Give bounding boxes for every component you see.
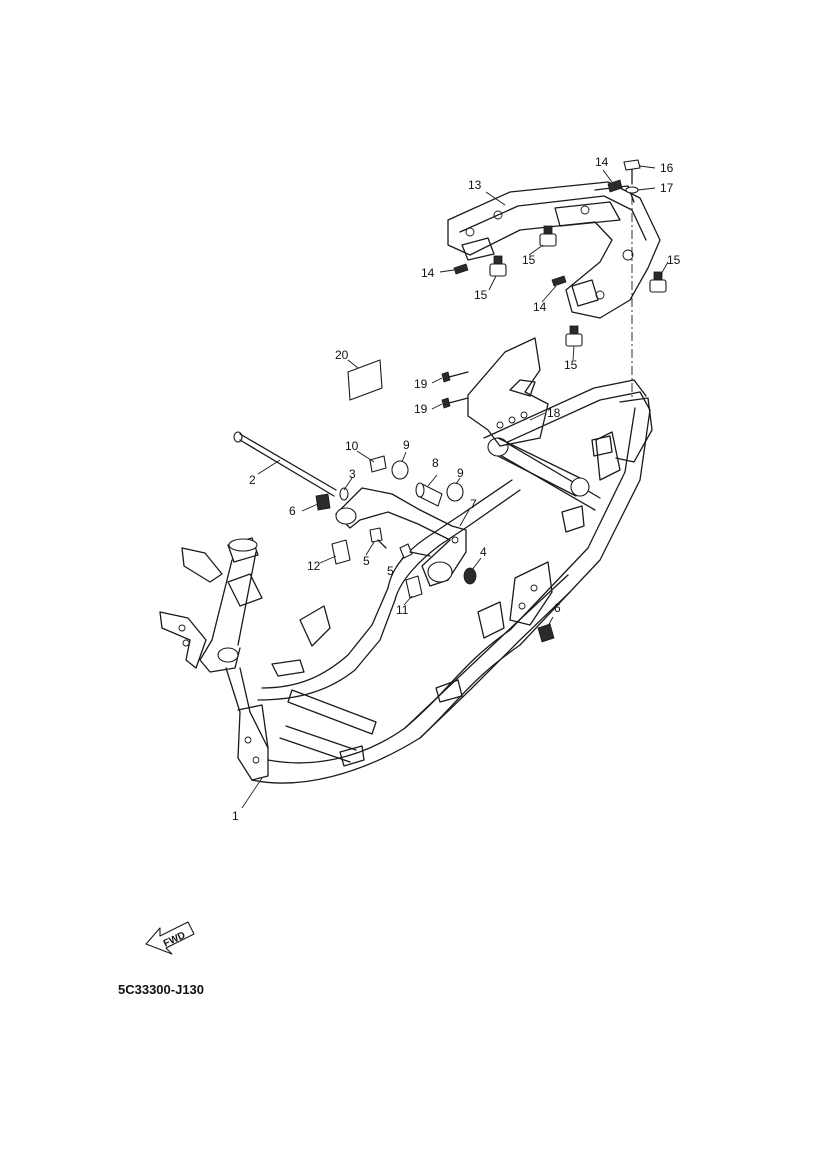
callout-14-c: 14: [533, 300, 547, 314]
fwd-arrow: FWD: [145, 921, 195, 955]
callout-15-b: 15: [474, 288, 488, 302]
mount-11: [405, 575, 423, 599]
callout-19-b: 19: [414, 402, 428, 416]
callout-6-a: 6: [289, 504, 296, 518]
callout-15-a: 15: [522, 253, 536, 267]
callout-16: 16: [660, 161, 674, 175]
callout-9-b: 9: [457, 466, 464, 480]
callout-5-b: 5: [387, 564, 394, 578]
callout-10: 10: [345, 439, 359, 453]
bushing-10: [369, 455, 387, 473]
bolt-5-a: [369, 527, 387, 549]
rubber-mount-15-b: [489, 255, 507, 277]
engine-bracket-7: [335, 487, 467, 587]
callout-5-a: 5: [363, 554, 370, 568]
callout-20: 20: [335, 348, 349, 362]
callout-14-b: 14: [421, 266, 435, 280]
nut-6-right: [537, 623, 555, 643]
callout-15-d: 15: [564, 358, 578, 372]
callout-1: 1: [232, 809, 239, 823]
rubber-mount-15-a: [539, 225, 557, 247]
callout-6-b: 6: [554, 601, 561, 615]
bolt-19-b: [441, 397, 469, 409]
collar-9-b: [446, 482, 464, 502]
callout-9-a: 9: [403, 438, 410, 452]
washer-17: [625, 186, 639, 194]
nut-6-left: [315, 493, 331, 511]
label-20: [347, 359, 383, 401]
callout-11: 11: [396, 603, 409, 617]
pipe-8: [415, 482, 443, 507]
callout-4: 4: [480, 545, 487, 559]
collar-9-a: [391, 460, 409, 480]
bolt-5-b: [399, 543, 431, 559]
callout-2: 2: [249, 473, 256, 487]
bracket-18: [467, 337, 549, 447]
callout-12: 12: [307, 559, 321, 573]
callout-19-a: 19: [414, 377, 428, 391]
mount-12: [331, 539, 351, 565]
callout-3: 3: [349, 467, 356, 481]
part-code: 5C33300-J130: [118, 982, 204, 997]
rubber-mount-15-d: [565, 325, 583, 347]
leader-lines: [241, 165, 669, 809]
callout-8: 8: [432, 456, 439, 470]
callout-17: 17: [660, 181, 674, 195]
washer-3: [339, 487, 349, 501]
long-bolt-2: [233, 431, 337, 497]
callout-18: 18: [547, 406, 561, 420]
callout-14-a: 14: [595, 155, 609, 169]
bolt-16: [623, 159, 641, 185]
callout-13: 13: [468, 178, 482, 192]
clip-14-b: [551, 275, 567, 287]
rubber-mount-15-c: [649, 271, 667, 293]
clip-14-a: [453, 263, 469, 275]
clip-14-c: [607, 179, 623, 193]
callout-7: 7: [470, 497, 477, 511]
bushing-4: [463, 567, 477, 585]
bolt-19-a: [441, 371, 469, 383]
callout-15-c: 15: [667, 253, 681, 267]
